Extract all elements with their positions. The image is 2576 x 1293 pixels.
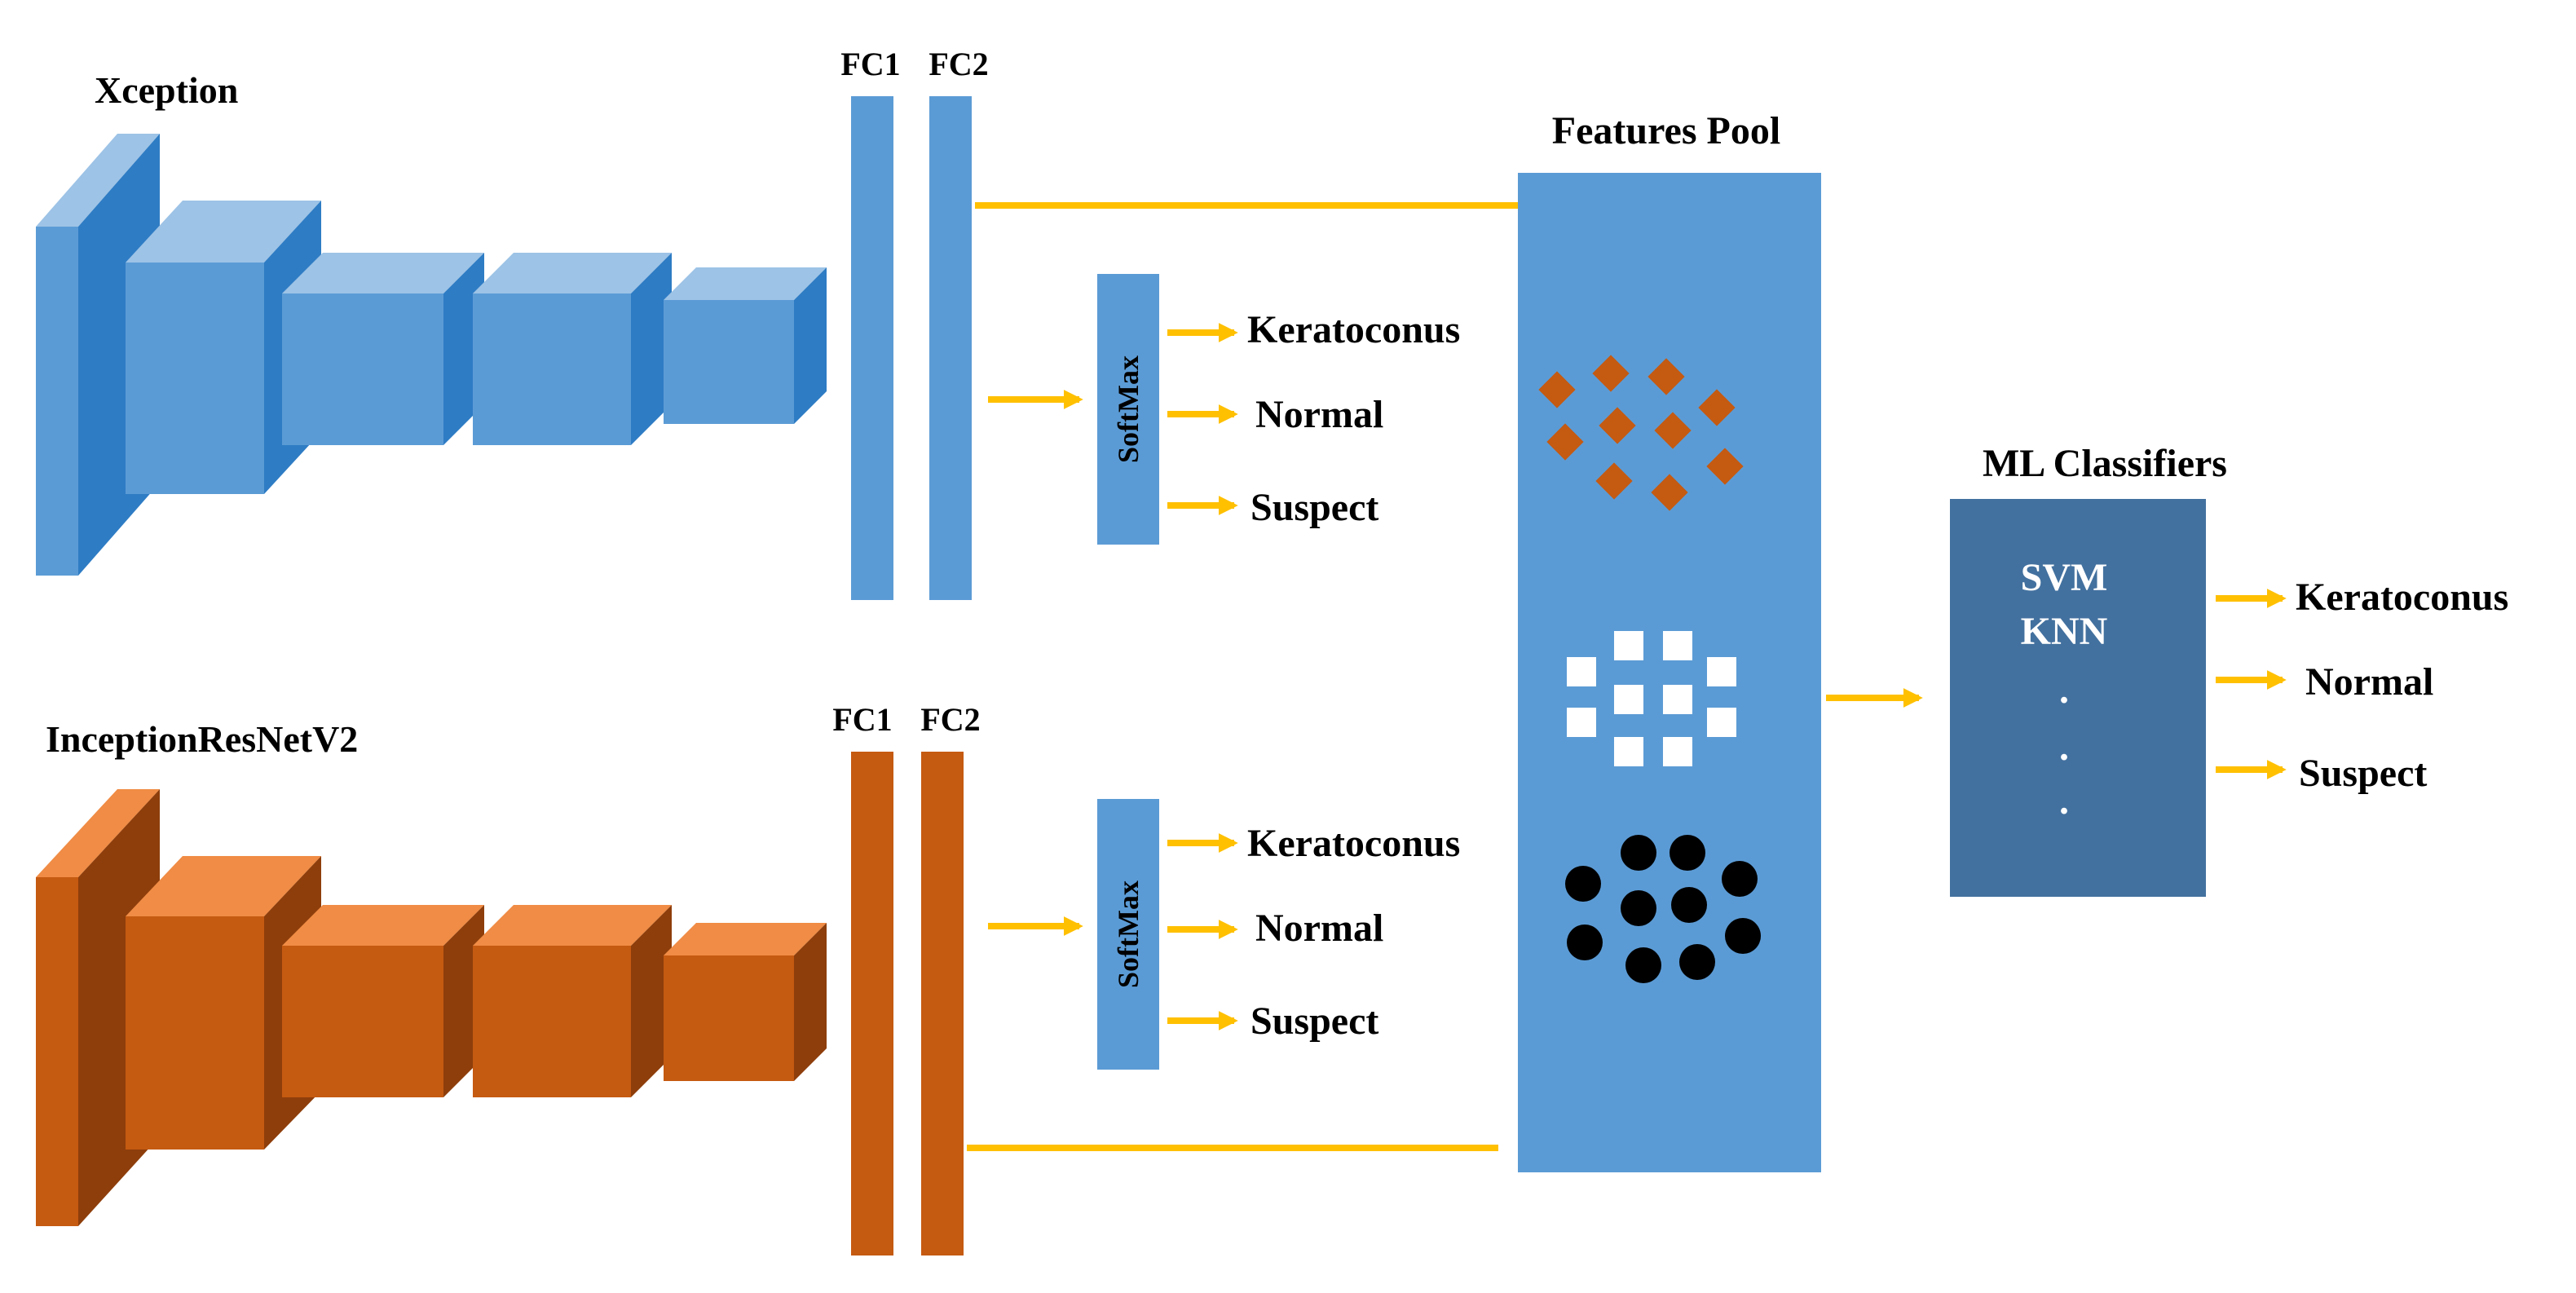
inception-output-normal: Normal (1255, 907, 1383, 950)
ml-classifiers-box (1950, 499, 2206, 897)
feature-diamond (1595, 462, 1633, 500)
xception-fc1-bar (851, 96, 893, 600)
xception-branch: Xception FC1 FC2 SoftMax Keratoconus Nor… (36, 46, 1518, 600)
xception-fc1-label: FC1 (840, 46, 900, 82)
inception-fc2-bar (921, 752, 964, 1255)
feature-circle (1671, 887, 1707, 923)
features-pool-box (1518, 173, 1821, 1172)
xception-output-normal: Normal (1255, 393, 1383, 436)
inception-output-keratoconus: Keratoconus (1247, 822, 1460, 865)
inception-branch: InceptionResNetV2 FC1 FC2 SoftMax Kerato… (36, 701, 1498, 1255)
feature-square (1614, 737, 1643, 766)
inception-softmax-box (1097, 799, 1159, 1070)
xception-fc2-bar (929, 96, 972, 600)
ml-method-svm: SVM (2021, 556, 2108, 599)
inception-block-5 (664, 923, 827, 1081)
xception-softmax-box (1097, 274, 1159, 545)
ml-output-suspect: Suspect (2299, 752, 2427, 795)
xception-block-3 (282, 253, 484, 445)
xception-fc2-label: FC2 (929, 46, 988, 82)
feature-circle (1621, 890, 1656, 926)
xception-output-suspect: Suspect (1251, 486, 1378, 529)
ml-classifiers-title: ML Classifiers (1983, 442, 2227, 485)
inception-cnn-blocks (36, 789, 827, 1226)
xception-title: Xception (95, 69, 238, 111)
inception-block-4 (473, 905, 672, 1097)
feature-circle (1565, 866, 1601, 902)
ml-output-normal: Normal (2305, 660, 2433, 704)
inception-block-3 (282, 905, 484, 1097)
feature-circle (1725, 918, 1761, 954)
feature-square (1707, 708, 1736, 737)
ml-ellipsis-dot: . (2059, 726, 2069, 769)
xception-output-keratoconus: Keratoconus (1247, 308, 1460, 351)
xception-softmax-label: SoftMax (1112, 355, 1145, 463)
feature-circle (1621, 835, 1656, 871)
feature-square (1567, 657, 1596, 686)
feature-circle (1567, 925, 1603, 960)
features-pool: Features Pool (1518, 109, 1923, 1172)
feature-square (1707, 657, 1736, 686)
feature-diamond (1546, 423, 1584, 461)
feature-circle (1722, 861, 1758, 897)
inception-softmax-label: SoftMax (1112, 880, 1145, 988)
feature-square (1614, 685, 1643, 714)
feature-diamond (1651, 474, 1688, 511)
ml-classifiers: ML Classifiers SVM KNN . . . Keratoconus… (1950, 442, 2508, 897)
inception-fc1-label: FC1 (832, 701, 892, 738)
feature-circle (1670, 835, 1705, 871)
xception-block-5 (664, 267, 827, 424)
feature-square (1663, 737, 1692, 766)
feature-group-circles (1565, 835, 1761, 983)
xception-block-4 (473, 253, 672, 445)
inception-title: InceptionResNetV2 (46, 718, 358, 760)
ml-method-knn: KNN (2021, 610, 2108, 653)
ml-ellipsis-dot: . (2059, 669, 2069, 712)
feature-square (1663, 631, 1692, 660)
feature-group-squares (1567, 631, 1736, 766)
ml-ellipsis-dot: . (2059, 779, 2069, 823)
feature-circle (1679, 944, 1715, 980)
feature-diamond (1706, 448, 1744, 485)
inception-output-suspect: Suspect (1251, 1000, 1378, 1043)
feature-square (1663, 685, 1692, 714)
ml-output-keratoconus: Keratoconus (2296, 576, 2508, 619)
xception-cnn-blocks (36, 134, 827, 576)
feature-square (1567, 708, 1596, 737)
feature-square (1614, 631, 1643, 660)
inception-fc2-label: FC2 (920, 701, 980, 738)
features-pool-title: Features Pool (1552, 109, 1780, 152)
inception-fc1-bar (851, 752, 893, 1255)
feature-circle (1625, 947, 1661, 983)
